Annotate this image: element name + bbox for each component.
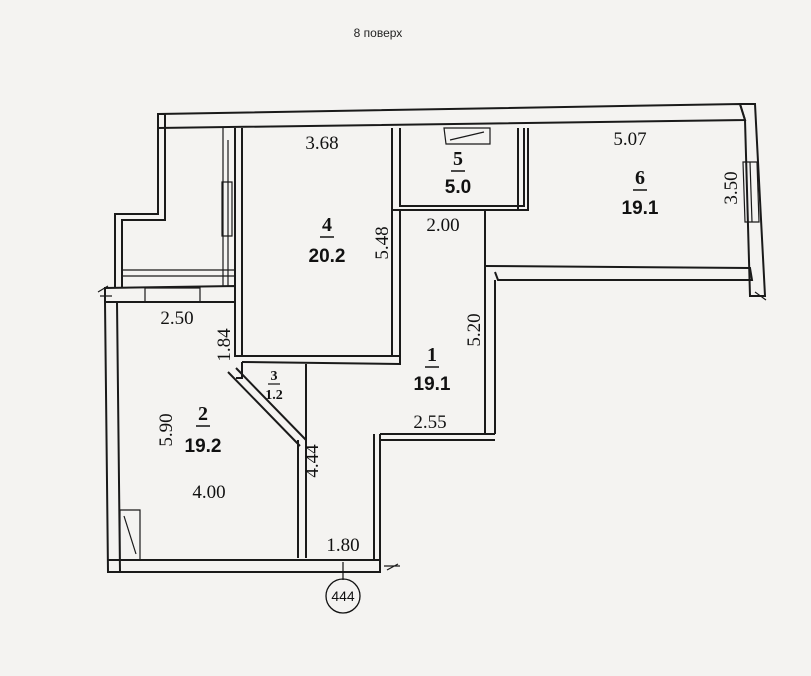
room5-fixture bbox=[443, 127, 491, 145]
left-pane-lines bbox=[122, 269, 235, 277]
hall-right-wall bbox=[373, 434, 381, 560]
hall-step-wall bbox=[380, 433, 495, 441]
room-2-number: 2 bbox=[198, 403, 208, 425]
walls bbox=[97, 102, 767, 573]
dim-room6-width: 5.07 bbox=[613, 129, 646, 150]
apartment-number: 444 bbox=[331, 588, 355, 604]
dim-hall-width: 2.55 bbox=[413, 412, 446, 433]
room3-top-wall bbox=[236, 362, 243, 379]
bottom-exterior-wall bbox=[108, 559, 381, 573]
dim-closet-length: 4.44 bbox=[302, 444, 323, 478]
top-exterior-wall bbox=[157, 102, 747, 130]
room-4-number: 4 bbox=[322, 214, 332, 236]
room6-bottom-wall bbox=[484, 265, 754, 281]
room4-bottom-wall bbox=[241, 355, 401, 366]
room-1-area: 19.1 bbox=[414, 374, 451, 395]
dim-room6-depth: 3.50 bbox=[721, 171, 742, 204]
left-upper-wall bbox=[114, 113, 166, 288]
room-6-number: 6 bbox=[635, 167, 645, 189]
room-1-number: 1 bbox=[427, 344, 437, 366]
corridor-right-wall bbox=[484, 210, 496, 434]
room4-left-wall bbox=[234, 128, 243, 357]
room2-left-wall bbox=[104, 301, 122, 573]
room-4-area: 20.2 bbox=[309, 246, 346, 267]
closet-wall bbox=[297, 364, 307, 558]
dimension-ticks bbox=[97, 285, 767, 571]
floor-title: 8 поверх bbox=[354, 26, 403, 40]
dim-room2-depth: 5.90 bbox=[156, 413, 177, 446]
room4-window bbox=[221, 181, 233, 237]
dim-balcony-width: 2.50 bbox=[160, 308, 193, 329]
room-2-area: 19.2 bbox=[185, 436, 222, 457]
room2-top-wall bbox=[104, 284, 236, 303]
room-labels: 4 20.2 5 5.0 6 19.1 1 19.1 2 19.2 3 1.2 bbox=[185, 148, 659, 457]
room-5-area: 5.0 bbox=[445, 177, 471, 198]
room6-window bbox=[742, 161, 760, 223]
room-3-number: 3 bbox=[271, 369, 278, 384]
dim-corridor-width: 2.00 bbox=[426, 215, 459, 236]
dim-corridor-length: 5.20 bbox=[464, 313, 485, 346]
room-5-number: 5 bbox=[453, 148, 463, 170]
dim-entry-width: 1.80 bbox=[326, 535, 359, 556]
apartment-marker: 444 bbox=[325, 562, 361, 614]
dim-room4-width: 3.68 bbox=[305, 133, 338, 154]
diagonal-wall bbox=[227, 367, 307, 447]
dim-room4-depth: 5.48 bbox=[372, 226, 393, 259]
dim-room2-width: 4.00 bbox=[192, 482, 225, 503]
apartment-marker-circle bbox=[325, 578, 361, 614]
left-inner-wall bbox=[222, 128, 229, 286]
room2-closet bbox=[119, 509, 141, 561]
dim-balcony-depth: 1.84 bbox=[214, 328, 235, 362]
balcony-window bbox=[144, 287, 201, 303]
room-3-area: 1.2 bbox=[265, 388, 283, 403]
dimension-labels: 3.68 5.07 3.50 2.00 5.48 5.20 2.50 1.84 … bbox=[156, 129, 742, 556]
room6-left-wall bbox=[517, 128, 529, 211]
room-6-area: 19.1 bbox=[622, 198, 659, 219]
room4-right-wall bbox=[391, 210, 401, 364]
